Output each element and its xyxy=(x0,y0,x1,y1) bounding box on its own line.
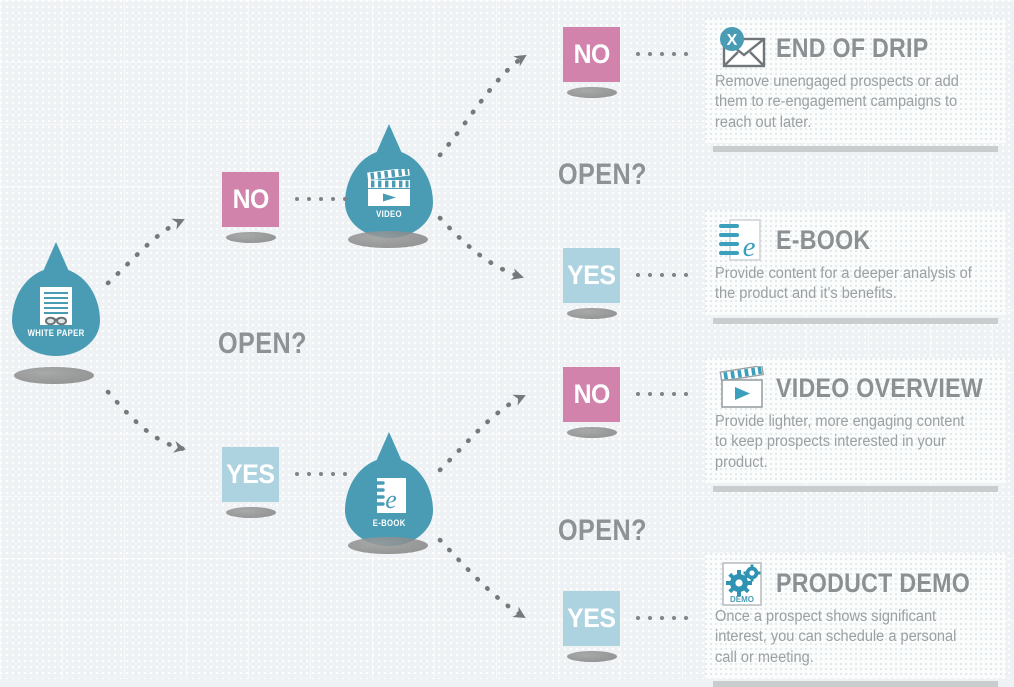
chip-shadow xyxy=(567,651,617,662)
arrow-video-to-no xyxy=(437,53,528,158)
chip-yes-demo[interactable]: YES xyxy=(563,591,620,646)
card-header: X END OF DRIP xyxy=(715,26,996,70)
icon-container: e xyxy=(715,218,767,263)
card-shadow-bar xyxy=(713,317,998,324)
connector-no-to-video xyxy=(295,197,347,201)
chip-shadow xyxy=(226,232,276,243)
arrow-ebook-to-yes xyxy=(437,537,527,620)
card-header: VIDEO OVERVIEW xyxy=(715,364,996,410)
node-shadow-white-paper xyxy=(14,367,94,384)
card-e-book[interactable]: e E-BOOK Provide content for a deeper an… xyxy=(705,210,1006,324)
chip-label: YES xyxy=(567,603,616,633)
chip-yes-ebook-card[interactable]: YES xyxy=(563,248,620,303)
gears-demo-icon: DEMO xyxy=(722,562,762,606)
card-shadow-bar xyxy=(713,146,998,153)
card-panel: VIDEO OVERVIEW Provide lighter, more eng… xyxy=(705,358,1006,484)
chip-label: YES xyxy=(567,260,616,290)
card-title: PRODUCT DEMO xyxy=(776,567,971,598)
icon-container: DEMO xyxy=(715,561,767,606)
svg-text:X: X xyxy=(727,32,738,49)
icon-container: X xyxy=(715,26,767,70)
connector-no-to-end-of-drip xyxy=(636,52,688,56)
chip-no-video-card[interactable]: NO xyxy=(563,367,620,422)
ebook-notebook-icon: e xyxy=(370,478,406,514)
video-clapperboard-icon xyxy=(367,169,410,206)
card-panel: DEMO PRODUCT DEMO Once a prospect shows … xyxy=(705,553,1006,679)
card-description: Provide content for a deeper analysis of… xyxy=(715,265,972,303)
chip-label: NO xyxy=(573,39,610,69)
chip-yes-ebook[interactable]: YES xyxy=(222,447,279,502)
node-white-paper[interactable]: WHITE PAPER xyxy=(12,242,100,356)
chip-shadow xyxy=(567,427,617,438)
card-title: VIDEO OVERVIEW xyxy=(776,372,984,403)
card-description: Remove unengaged prospects or add them t… xyxy=(715,73,959,131)
envelope-x-icon: X xyxy=(720,27,766,68)
arrow-ebook-to-no xyxy=(437,393,527,473)
card-title: END OF DRIP xyxy=(776,32,929,63)
chip-shadow xyxy=(226,507,276,518)
svg-text:e: e xyxy=(743,231,756,262)
decision-label-open-3: OPEN? xyxy=(558,514,647,547)
node-ebook[interactable]: e E-BOOK xyxy=(345,432,433,546)
chip-label: NO xyxy=(232,184,269,214)
chip-label: NO xyxy=(573,379,610,409)
video-clapperboard-icon xyxy=(719,364,764,408)
white-paper-icon xyxy=(40,287,72,326)
chip-no-video[interactable]: NO xyxy=(222,172,279,227)
card-description: Once a prospect shows significant intere… xyxy=(715,608,957,666)
card-product-demo[interactable]: DEMO PRODUCT DEMO Once a prospect shows … xyxy=(705,553,1006,687)
card-header: e E-BOOK xyxy=(715,218,996,263)
demo-icon-label: DEMO xyxy=(730,595,754,604)
node-caption: WHITE PAPER xyxy=(27,328,85,338)
chip-shadow xyxy=(567,87,617,98)
connector-yes-to-ebook xyxy=(295,472,347,476)
card-title: E-BOOK xyxy=(776,224,871,255)
chip-shadow xyxy=(567,308,617,319)
arrow-wp-to-yes xyxy=(105,389,187,453)
icon-container xyxy=(715,364,767,410)
svg-text:e: e xyxy=(385,485,397,514)
decision-label-open-2: OPEN? xyxy=(558,158,647,191)
node-shadow-video xyxy=(348,231,428,248)
card-panel: e E-BOOK Provide content for a deeper an… xyxy=(705,210,1006,315)
node-caption: E-BOOK xyxy=(372,518,406,528)
node-video[interactable]: VIDEO xyxy=(345,124,433,238)
card-video-overview[interactable]: VIDEO OVERVIEW Provide lighter, more eng… xyxy=(705,358,1006,493)
card-shadow-bar xyxy=(713,486,998,493)
node-shadow-ebook xyxy=(348,537,428,554)
chip-label: YES xyxy=(226,459,275,489)
decision-label-open-1: OPEN? xyxy=(218,327,307,360)
node-caption: VIDEO xyxy=(376,209,402,219)
card-panel: X END OF DRIP Remove unengaged prospects… xyxy=(705,18,1006,144)
card-description: Provide lighter, more engaging content t… xyxy=(715,413,965,471)
card-header: DEMO PRODUCT DEMO xyxy=(715,561,996,606)
connector-no-to-video-card xyxy=(636,392,688,396)
ebook-notebook-icon: e xyxy=(719,219,761,263)
arrow-wp-to-no xyxy=(105,217,186,286)
connector-yes-to-demo-card xyxy=(636,616,688,620)
card-end-of-drip[interactable]: X END OF DRIP Remove unengaged prospects… xyxy=(705,18,1006,153)
arrow-video-to-yes xyxy=(437,215,525,280)
chip-no-end[interactable]: NO xyxy=(563,27,620,82)
card-shadow-bar xyxy=(713,681,998,687)
connector-yes-to-ebook-card xyxy=(636,273,688,277)
